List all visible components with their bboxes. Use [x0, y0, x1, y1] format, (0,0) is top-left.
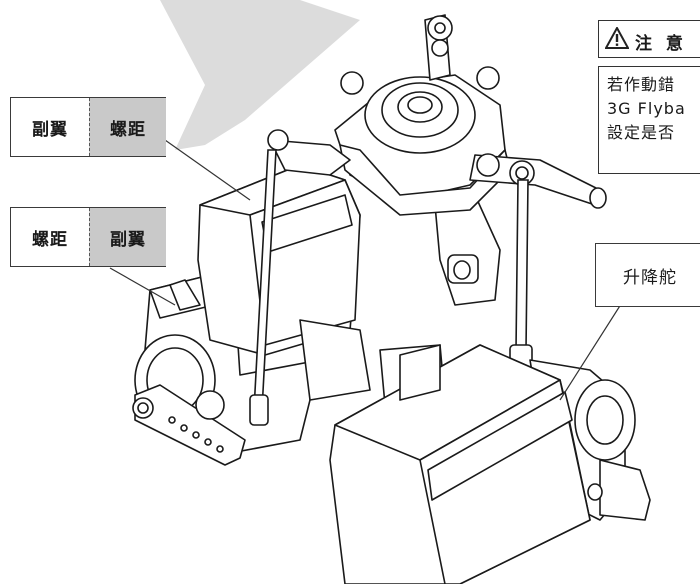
callout-leaders	[109, 139, 631, 401]
swashplate	[334, 14, 511, 216]
warning-line-2: 3G Flyba	[607, 99, 686, 118]
warning-title: 注 意	[635, 34, 687, 54]
label-pitch-aileron-right: 副翼	[89, 208, 166, 266]
label-elevator: 升降舵	[595, 243, 700, 307]
swashplate-arms	[267, 129, 607, 209]
watermark-arrow	[160, 0, 360, 150]
lower-left-servo-horn	[132, 334, 246, 466]
label-aileron-pitch-left: 副翼	[32, 119, 68, 140]
warning-triangle-icon	[605, 27, 629, 49]
label-elevator-text: 升降舵	[623, 267, 677, 288]
label-pitch-aileron: 螺距 副翼	[10, 207, 166, 267]
label-aileron-pitch-right: 螺距	[89, 98, 166, 156]
rear-servo-tab	[434, 194, 501, 306]
warning-line-3: 設定是否	[607, 123, 676, 142]
warning-line-1: 若作動錯	[607, 75, 676, 94]
label-aileron-pitch: 副翼 螺距	[10, 97, 166, 157]
warning-title-box: 注 意	[598, 20, 700, 58]
label-pitch-aileron-left: 螺距	[32, 229, 68, 250]
elevator-servo	[329, 344, 651, 584]
warning-body: 若作動錯 3G Flyba 設定是否	[598, 66, 700, 174]
